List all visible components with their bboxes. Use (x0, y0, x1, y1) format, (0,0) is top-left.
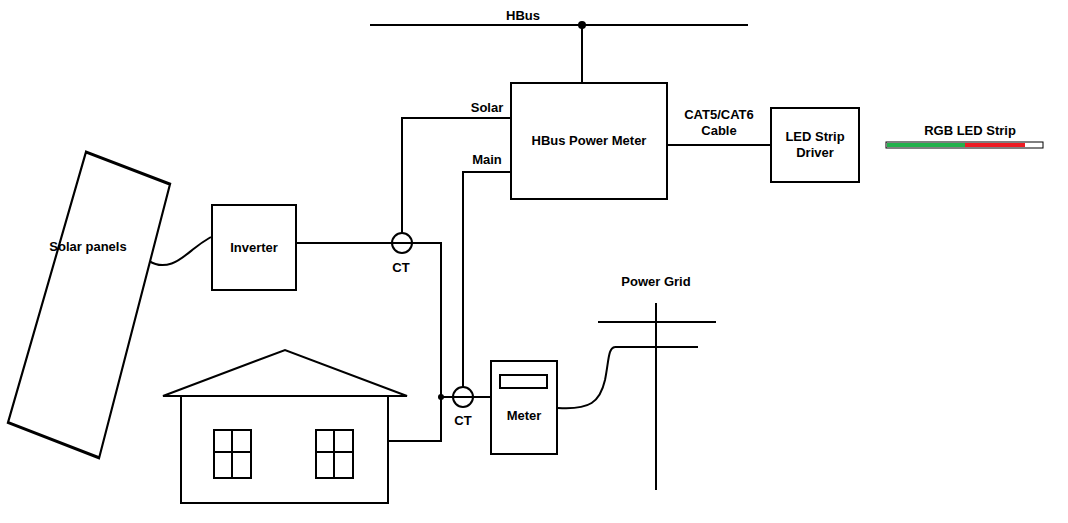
connector (668, 144, 770, 146)
ct-symbol (453, 387, 473, 407)
window (316, 430, 353, 478)
node-text: LED Strip Driver (772, 129, 858, 161)
window-bar (316, 451, 353, 453)
window-bar (231, 430, 233, 478)
pole (655, 303, 657, 490)
edge-label: CAT5/CAT6 Cable (674, 107, 764, 139)
grid-label: Power Grid (621, 274, 690, 290)
ct-label: CT (392, 260, 409, 276)
crossbar (598, 321, 716, 323)
node-text: Meter (503, 408, 546, 424)
led-strip (886, 142, 1043, 148)
node-text: Inverter (226, 240, 282, 256)
junction-dot (578, 21, 586, 29)
window-bar (333, 430, 335, 478)
ct-wire (402, 118, 510, 233)
wire-label: Main (472, 152, 502, 168)
bus-line (370, 24, 748, 26)
meter-display (500, 375, 547, 388)
node-text: HBus Power Meter (528, 133, 651, 149)
grid-wire (558, 347, 615, 408)
inverter-box: Inverter (211, 204, 297, 291)
led-red (965, 143, 1025, 147)
bus-drop (581, 25, 583, 82)
house-wire (388, 397, 441, 441)
bus-label: HBus (506, 8, 540, 24)
ct-symbol (392, 233, 412, 253)
ct-label: CT (454, 413, 471, 429)
connector (297, 243, 490, 397)
power-meter-box: HBus Power Meter (510, 82, 668, 200)
node-text: Solar panels (45, 239, 130, 255)
house-body (181, 396, 388, 503)
driver-box: LED Strip Driver (770, 107, 860, 183)
window-bar (214, 451, 251, 453)
window (214, 430, 251, 478)
crossbar (615, 346, 698, 348)
wire-label: Solar (471, 100, 504, 116)
solar-panel: Solar panels (8, 152, 168, 342)
strip-label: RGB LED Strip (924, 123, 1016, 139)
panel-outline (8, 152, 170, 458)
meter-box: Meter (490, 360, 558, 455)
ct-wire (463, 172, 510, 387)
house-roof (163, 350, 407, 396)
led-green (887, 143, 965, 147)
